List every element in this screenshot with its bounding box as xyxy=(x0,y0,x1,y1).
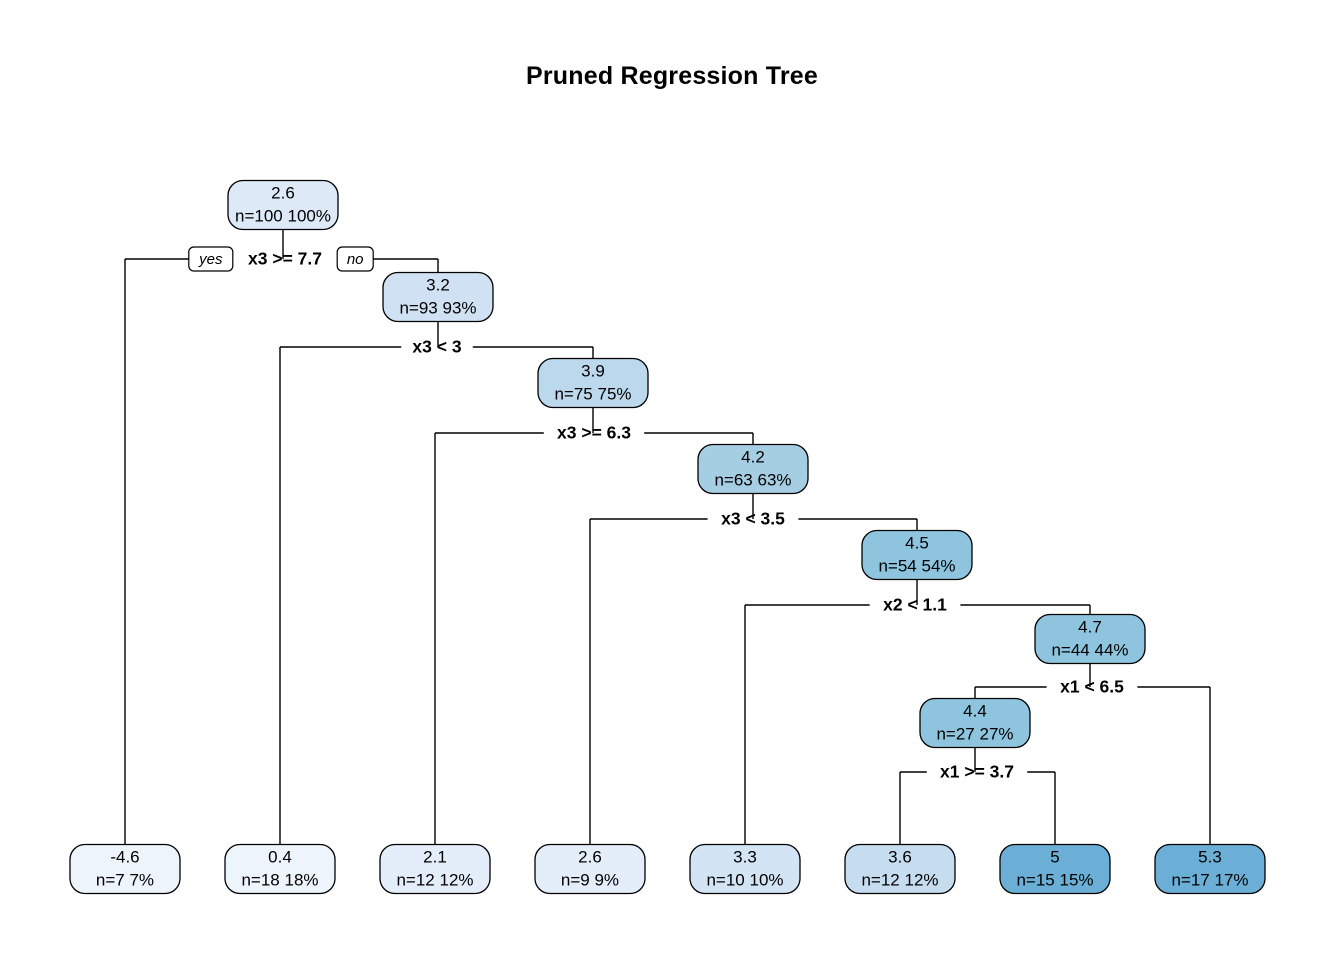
tree-leaf-node[interactable]: 2.1 n=12 12% xyxy=(379,843,491,895)
node-box xyxy=(689,843,801,895)
node-stats: n=54 54% xyxy=(878,556,955,575)
node-stats: n=44 44% xyxy=(1051,640,1128,659)
split-condition: x1 < 6.5 xyxy=(1060,677,1124,697)
node-value: 5.3 xyxy=(1198,847,1222,866)
split-condition: x1 >= 3.7 xyxy=(940,762,1014,782)
tree-leaf-node[interactable]: 3.3 n=10 10% xyxy=(689,843,801,895)
node-stats: n=7 7% xyxy=(96,870,154,889)
node-value: 3.9 xyxy=(581,361,605,380)
tree-internal-node[interactable]: 4.4 n=27 27% xyxy=(919,697,1031,749)
node-value: 0.4 xyxy=(268,847,292,866)
node-box xyxy=(537,357,649,409)
node-value: 4.2 xyxy=(741,447,765,466)
node-stats: n=12 12% xyxy=(396,870,473,889)
node-value: 4.5 xyxy=(905,533,929,552)
tree-leaf-node[interactable]: 0.4 n=18 18% xyxy=(224,843,336,895)
tree-leaf-node[interactable]: 5.3 n=17 17% xyxy=(1154,843,1266,895)
node-stats: n=100 100% xyxy=(235,206,331,225)
node-value: 4.4 xyxy=(963,701,987,720)
node-stats: n=10 10% xyxy=(706,870,783,889)
split-condition: x3 >= 6.3 xyxy=(557,423,631,443)
nodes-layer: 2.6 n=100 100% 3.2 n=93 93% 3.9 n=75 75% 4.2 n=… xyxy=(69,179,1266,895)
node-value: 2.6 xyxy=(578,847,602,866)
tree-internal-node[interactable]: 2.6 n=100 100% xyxy=(227,179,339,231)
split-condition: x2 < 1.1 xyxy=(883,595,947,615)
node-box xyxy=(227,179,339,231)
tree-leaf-node[interactable]: -4.6 n=7 7% xyxy=(69,843,181,895)
node-box xyxy=(379,843,491,895)
node-stats: n=75 75% xyxy=(554,384,631,403)
tree-internal-node[interactable]: 3.2 n=93 93% xyxy=(382,271,494,323)
node-stats: n=12 12% xyxy=(861,870,938,889)
split-condition: x3 < 3 xyxy=(412,337,461,357)
node-stats: n=93 93% xyxy=(399,298,476,317)
node-value: 2.1 xyxy=(423,847,447,866)
no-branch-label: no xyxy=(347,251,364,268)
tree-internal-node[interactable]: 4.2 n=63 63% xyxy=(697,443,809,495)
node-value: 5 xyxy=(1050,847,1059,866)
node-box xyxy=(844,843,956,895)
tree-internal-node[interactable]: 4.5 n=54 54% xyxy=(861,529,973,581)
node-box xyxy=(919,697,1031,749)
tree-leaf-node[interactable]: 3.6 n=12 12% xyxy=(844,843,956,895)
node-value: -4.6 xyxy=(110,847,139,866)
node-box xyxy=(1034,613,1146,665)
node-value: 3.6 xyxy=(888,847,912,866)
node-box xyxy=(697,443,809,495)
node-box xyxy=(999,843,1111,895)
node-box xyxy=(224,843,336,895)
tree-internal-node[interactable]: 4.7 n=44 44% xyxy=(1034,613,1146,665)
node-box xyxy=(861,529,973,581)
tree-leaf-node[interactable]: 2.6 n=9 9% xyxy=(534,843,646,895)
split-condition: x3 >= 7.7 xyxy=(248,249,322,269)
edges-layer xyxy=(124,229,1211,845)
node-stats: n=9 9% xyxy=(561,870,619,889)
yes-branch-badge xyxy=(188,246,234,272)
node-stats: n=15 15% xyxy=(1016,870,1093,889)
node-box xyxy=(534,843,646,895)
node-value: 4.7 xyxy=(1078,617,1102,636)
node-stats: n=63 63% xyxy=(714,470,791,489)
tree-internal-node[interactable]: 3.9 n=75 75% xyxy=(537,357,649,409)
node-stats: n=27 27% xyxy=(936,724,1013,743)
node-stats: n=17 17% xyxy=(1171,870,1248,889)
node-value: 3.2 xyxy=(426,275,450,294)
node-box xyxy=(1154,843,1266,895)
node-value: 3.3 xyxy=(733,847,757,866)
node-stats: n=18 18% xyxy=(241,870,318,889)
page-title: Pruned Regression Tree xyxy=(526,62,818,90)
node-box xyxy=(382,271,494,323)
node-box xyxy=(69,843,181,895)
yes-branch-label: yes xyxy=(198,251,223,268)
split-condition: x3 < 3.5 xyxy=(721,509,785,529)
node-value: 2.6 xyxy=(271,183,295,202)
no-branch-badge xyxy=(336,246,374,272)
split-labels-layer: yes no x3 >= 7.7 x3 < 3 x3 >= 6.3 x3 < 3.5 x2 … xyxy=(188,246,1124,782)
tree-leaf-node[interactable]: 5 n=15 15% xyxy=(999,843,1111,895)
